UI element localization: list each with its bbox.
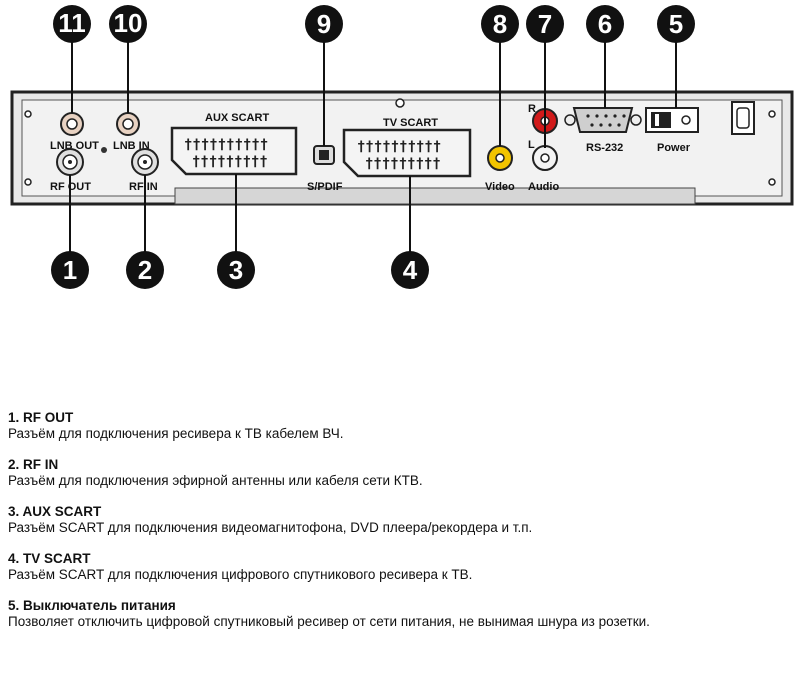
spdif-label: S/PDIF xyxy=(307,181,343,193)
callout-3: 3 xyxy=(217,251,255,289)
item-title: 1. RF OUT xyxy=(8,410,74,425)
callout-5: 5 xyxy=(657,5,695,43)
rear-panel-diagram: LNB OUT LNB IN RF OUT RF IN AUX SCART ††… xyxy=(10,5,794,289)
description-item-aux-scart: 3. AUX SCART Разъём SCART для подключени… xyxy=(8,504,792,536)
lnb-in-connector xyxy=(116,112,140,136)
item-title: 2. RF IN xyxy=(8,457,59,472)
item-description: Разъём для подключения эфирной антенны и… xyxy=(8,473,423,488)
callout-9-number: 9 xyxy=(317,9,331,39)
spdif-connector xyxy=(313,145,335,165)
item-title: 4. TV SCART xyxy=(8,551,91,566)
power-label: Power xyxy=(657,142,691,154)
description-item-rf-in: 2. RF IN Разъём для подключения эфирной … xyxy=(8,457,792,489)
tv-scart-connector: †††††††††† ††††††††† xyxy=(342,128,472,178)
item-title: 5. Выключатель питания xyxy=(8,598,176,613)
item-description: Позволяет отключить цифровой спутниковый… xyxy=(8,614,650,629)
svg-text:††††††††††: †††††††††† xyxy=(184,137,268,153)
audio-l-jack xyxy=(532,145,558,171)
callout-8-number: 8 xyxy=(493,9,507,39)
rs232-connector xyxy=(564,107,642,133)
rf-in-label: RF IN xyxy=(129,181,158,193)
rf-in-connector xyxy=(131,148,159,176)
callout-11-number: 11 xyxy=(58,8,86,38)
audio-r-label: R xyxy=(528,103,536,115)
audio-label: Audio xyxy=(528,181,559,193)
callout-10-number: 10 xyxy=(114,8,143,38)
callout-1-number: 1 xyxy=(63,255,77,285)
rs232-label: RS-232 xyxy=(586,142,623,154)
rf-out-connector xyxy=(56,148,84,176)
callout-11: 11 xyxy=(53,5,91,43)
callout-9: 9 xyxy=(305,5,343,43)
item-description: Разъём SCART для подключения цифрового с… xyxy=(8,567,473,582)
tv-scart-label: TV SCART xyxy=(383,117,438,129)
callout-7-number: 7 xyxy=(538,9,552,39)
callout-5-number: 5 xyxy=(669,9,683,39)
callout-leaders xyxy=(69,42,677,255)
svg-text:†††††††††: ††††††††† xyxy=(192,154,268,170)
callout-10: 10 xyxy=(109,5,147,43)
aux-scart-connector: †††††††††† ††††††††† xyxy=(170,126,298,176)
power-switch xyxy=(645,107,699,133)
video-label: Video xyxy=(485,181,515,193)
connector-descriptions: 1. RF OUT Разъём для подключения ресивер… xyxy=(8,410,792,645)
audio-l-label: L xyxy=(528,139,535,151)
callout-4-number: 4 xyxy=(403,255,418,285)
callout-6: 6 xyxy=(586,5,624,43)
callout-4: 4 xyxy=(391,251,429,289)
callout-6-number: 6 xyxy=(598,9,612,39)
item-description: Разъём SCART для подключения видеомагнит… xyxy=(8,520,533,535)
description-item-rf-out: 1. RF OUT Разъём для подключения ресивер… xyxy=(8,410,792,442)
lnb-out-label: LNB OUT xyxy=(50,140,99,152)
callout-7: 7 xyxy=(526,5,564,43)
svg-text:††††††††††: †††††††††† xyxy=(357,139,441,155)
callout-2: 2 xyxy=(126,251,164,289)
callout-1: 1 xyxy=(51,251,89,289)
callout-3-number: 3 xyxy=(229,255,243,285)
mains-inlet xyxy=(731,101,755,135)
callout-8: 8 xyxy=(481,5,519,43)
callout-2-number: 2 xyxy=(138,255,152,285)
lnb-out-connector xyxy=(60,112,84,136)
aux-scart-label: AUX SCART xyxy=(205,112,269,124)
item-title: 3. AUX SCART xyxy=(8,504,102,519)
description-item-tv-scart: 4. TV SCART Разъём SCART для подключения… xyxy=(8,551,792,583)
video-jack xyxy=(487,145,513,171)
item-description: Разъём для подключения ресивера к ТВ каб… xyxy=(8,426,344,441)
description-item-power-switch: 5. Выключатель питания Позволяет отключи… xyxy=(8,598,792,630)
svg-text:†††††††††: ††††††††† xyxy=(365,156,441,172)
